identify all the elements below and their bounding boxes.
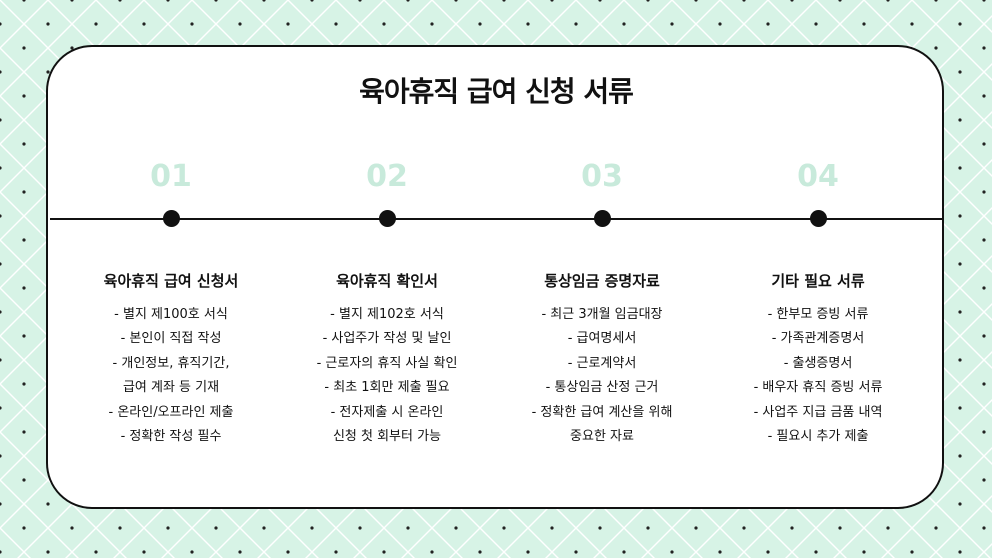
- step-2-line: - 근로자의 휴직 사실 확인: [316, 355, 458, 371]
- step-2-column: 육아휴직 확인서 - 별지 제102호 서식 - 사업주가 작성 및 날인 - …: [267, 270, 507, 449]
- step-4-number-wrap: 04: [698, 155, 938, 199]
- step-4-column: 기타 필요 서류 - 한부모 증빙 서류 - 가족관계증명서 - 출생증명서 -…: [698, 270, 938, 449]
- timeline-dot-4: [810, 210, 827, 227]
- step-3-line: - 통상임금 산정 근거: [545, 380, 659, 396]
- content-card: [46, 45, 944, 509]
- step-3-line: - 최근 3개월 임금대장: [541, 307, 663, 322]
- step-1-line: - 개인정보, 휴직기간,: [112, 355, 230, 371]
- step-1-number-wrap: 01: [51, 155, 291, 199]
- step-3-heading: 통상임금 증명자료: [544, 272, 660, 290]
- slide-title: 육아휴직 급여 신청 서류: [359, 75, 634, 108]
- step-3-line: - 근로계약서: [567, 355, 637, 371]
- step-2-line: - 별지 제102호 서식: [330, 307, 444, 322]
- step-4-line: - 배우자 휴직 증빙 서류: [753, 380, 883, 396]
- step-3-line: 중요한 자료: [570, 429, 634, 445]
- step-2-heading: 육아휴직 확인서: [336, 272, 438, 290]
- step-3-line: - 정확한 급여 계산을 위해: [531, 404, 673, 420]
- step-4-line: - 한부모 증빙 서류: [767, 307, 869, 322]
- step-1-line: - 온라인/오프라인 제출: [108, 404, 234, 420]
- step-3-column: 통상임금 증명자료 - 최근 3개월 임금대장 - 급여명세서 - 근로계약서 …: [482, 270, 722, 449]
- step-3-line: - 급여명세서: [567, 331, 637, 347]
- step-1-column: 육아휴직 급여 신청서 - 별지 제100호 서식 - 본인이 직접 작성 - …: [51, 270, 291, 449]
- step-1-heading: 육아휴직 급여 신청서: [103, 272, 239, 290]
- step-1-line: - 별지 제100호 서식: [114, 307, 228, 322]
- step-1-number: 01: [150, 159, 192, 194]
- step-3-number-wrap: 03: [482, 155, 722, 199]
- step-2-line: - 전자제출 시 온라인: [330, 404, 444, 420]
- timeline-dot-1: [163, 210, 180, 227]
- step-4-number: 04: [797, 159, 839, 194]
- step-4-line: - 출생증명서: [783, 355, 853, 371]
- timeline-dot-3: [594, 210, 611, 227]
- step-2-line: - 최초 1회만 제출 필요: [324, 380, 450, 396]
- step-4-line: - 사업주 지급 금품 내역: [753, 404, 883, 420]
- step-4-line: - 필요시 추가 제출: [767, 429, 869, 445]
- step-2-line: - 사업주가 작성 및 날인: [322, 331, 452, 347]
- step-2-line: 신청 첫 회부터 가능: [332, 429, 442, 445]
- step-2-number-wrap: 02: [267, 155, 507, 199]
- step-4-line: - 가족관계증명서: [771, 331, 865, 347]
- step-3-number: 03: [581, 159, 623, 194]
- step-1-line: - 본인이 직접 작성: [120, 331, 222, 347]
- step-2-number: 02: [366, 159, 408, 194]
- timeline-line: [50, 218, 942, 220]
- step-4-heading: 기타 필요 서류: [771, 272, 865, 290]
- timeline-dot-2: [379, 210, 396, 227]
- step-1-line: 급여 계좌 등 기재: [122, 380, 220, 396]
- step-1-line: - 정확한 작성 필수: [120, 429, 222, 445]
